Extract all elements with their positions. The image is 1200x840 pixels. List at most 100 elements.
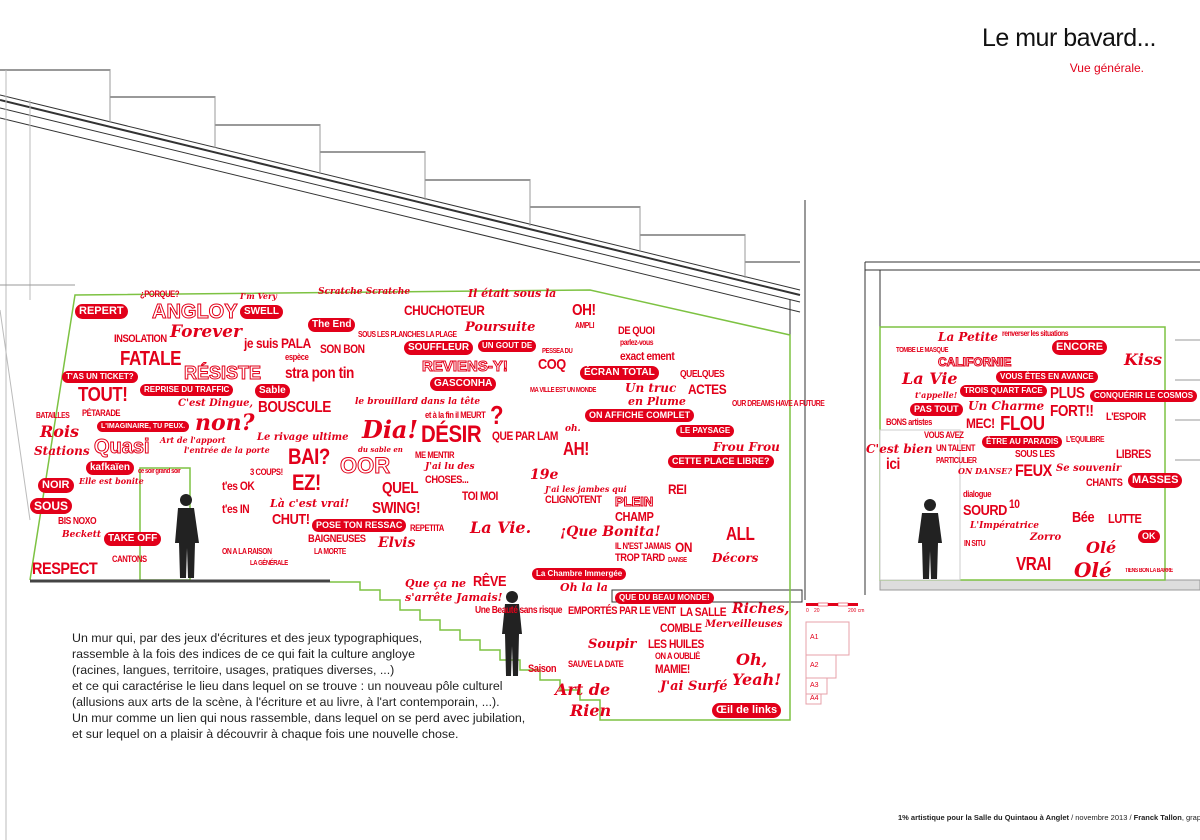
wall-phrase: Œil de links [712, 703, 782, 718]
wall-phrase: Yeah! [732, 670, 782, 689]
wall-phrase: Beckett [62, 530, 102, 540]
wall-phrase: s'arrête Jamais! [405, 591, 503, 604]
wall-phrase: RÉSISTE [183, 363, 262, 383]
wall-phrase: renverser les situations [1002, 329, 1069, 338]
page-subtitle: Vue générale. [1069, 61, 1144, 75]
wall-phrase: FATALE [120, 348, 182, 370]
wall-phrase: FORT!! [1050, 403, 1094, 420]
wall-phrase: LIBRES [1116, 447, 1151, 461]
wall-phrase: MAMIE! [655, 662, 690, 676]
wall-phrase: CONQUÉRIR LE COSMOS [1090, 390, 1198, 402]
wall-phrase: ce soir grand soir [138, 468, 181, 475]
wall-phrase: J'ai Surfé [660, 679, 728, 694]
wall-phrase: en Plume [628, 395, 686, 408]
wall-phrase: Stations [34, 444, 90, 458]
wall-phrase: FEUX [1015, 461, 1052, 480]
wall-phrase: t'es IN [222, 502, 250, 516]
wall-phrase: IL N'EST JAMAIS [615, 541, 671, 551]
person-silhouette [502, 591, 522, 676]
wall-phrase: CHUCHOTEUR [404, 302, 485, 318]
wall-phrase: SOUS LES [1015, 449, 1055, 460]
wall-phrase: SAUVE LA DATE [568, 659, 624, 669]
wall-phrase: LUTTE [1108, 511, 1142, 526]
wall-phrase: ME MENTIR [415, 450, 455, 460]
scale-bar [806, 602, 858, 607]
wall-phrase: ¡Que Bonita! [560, 524, 661, 540]
wall-phrase: L'IMAGINAIRE, TU PEUX. [97, 421, 190, 432]
wall-phrase: exact ement [620, 349, 675, 363]
wall-phrase: Que ça ne [405, 577, 467, 590]
wall-phrase: CHUT! [272, 511, 310, 528]
wall-phrase: L'EQUILIBRE [1066, 435, 1105, 444]
right-building [864, 261, 1200, 595]
wall-phrase: le brouillard dans la tête [355, 397, 481, 407]
project-name: 1% artistique pour la Salle du Quintaou … [898, 813, 1069, 822]
wall-phrase: Forever [170, 322, 242, 342]
scale-label: 200 cm [848, 608, 865, 614]
wall-phrase: VRAI [1016, 554, 1051, 574]
wall-phrase: NOIR [38, 478, 74, 493]
wall-phrase: ON AFFICHE COMPLET [585, 409, 695, 422]
author-role: , graphiste [1181, 813, 1200, 822]
wall-phrase: SOUS [30, 498, 73, 514]
wall-phrase: dialogue [963, 489, 992, 499]
wall-phrase: REVIENS-Y! [422, 358, 509, 375]
wall-phrase: LA GÉNÉRALE [250, 560, 288, 567]
wall-phrase: BAIGNEUSES [308, 533, 366, 545]
wall-phrase: Dia! [362, 415, 419, 444]
wall-phrase: CETTE PLACE LIBRE? [668, 455, 774, 468]
wall-phrase: COQ [538, 356, 566, 373]
wall-phrase: MA VILLE EST UN MONDE [530, 387, 596, 394]
wall-phrase: et à la fin il MEURT [425, 410, 486, 420]
wall-phrase: VOUS AVEZ [924, 430, 964, 440]
wall-phrase: AMPLI [575, 321, 595, 330]
page-title: Le mur bavard... [981, 24, 1157, 52]
wall-phrase: 3 COUPS! [250, 467, 283, 477]
wall-phrase: Elvis [378, 535, 416, 551]
wall-phrase: BONS artistes [886, 417, 932, 427]
wall-phrase: OOR [339, 453, 391, 478]
wall-phrase: POSE TON RESSAC [312, 519, 407, 532]
wall-phrase: Décors [712, 551, 759, 565]
wall-phrase: Une Beauté sans risque [475, 605, 563, 616]
wall-phrase: BAI? [288, 444, 330, 469]
wall-phrase: RESPECT [32, 559, 98, 578]
wall-phrase: PLEIN [614, 494, 654, 509]
wall-phrase: REPRISE DU TRAFFIC [140, 384, 234, 396]
wall-phrase: kafkaïen [86, 461, 135, 475]
wall-phrase: TROIS QUART FACE [960, 385, 1047, 397]
wall-phrase: SOUS LES PLANCHES LA PLAGE [358, 330, 457, 339]
wall-phrase: J'ai les jambes qui [545, 484, 627, 494]
wall-phrase: UN GOUT DE [478, 340, 537, 352]
wall-phrase: REPETITA [410, 523, 444, 533]
description-text: Un mur qui, par des jeux d'écritures et … [72, 631, 526, 741]
wall-phrase: QUE DU BEAU MONDE! [615, 592, 714, 604]
wall-phrase: Quasi [94, 436, 151, 458]
scale-label: 20 [814, 608, 820, 614]
author-name: Franck Tallon [1133, 813, 1182, 822]
wall-phrase: IN SITU [964, 539, 986, 548]
wall-phrase: Frou Frou [713, 440, 780, 454]
wall-phrase: BATAILLES [36, 411, 70, 420]
wall-phrase: Il était sous la [468, 287, 557, 300]
wall-phrase: EZ! [292, 470, 321, 495]
wall-phrase: QUEL [382, 480, 419, 497]
wall-phrase: C'est bien [866, 442, 933, 456]
wall-phrase: CLIGNOTENT [545, 494, 602, 506]
wall-phrase: BOUSCULE [258, 399, 331, 416]
wall-phrase: Rois [40, 422, 80, 441]
wall-phrase: parlez-vous [620, 338, 654, 347]
wall-phrase: DANSE [668, 557, 687, 564]
wall-phrase: MEC! [966, 415, 995, 431]
wall-phrase: J'ai lu des [425, 462, 475, 472]
wall-phrase: Un Charme [968, 399, 1045, 413]
wall-phrase: ÉCRAN TOTAL [580, 366, 659, 380]
wall-phrase: QUELQUES [680, 369, 725, 380]
wall-phrase: du sable en [358, 445, 403, 454]
wall-phrase: LE PAYSAGE [676, 425, 735, 437]
wall-phrase: PÉTARADE [82, 408, 121, 418]
wall-phrase: PESSEA DU [542, 348, 573, 355]
wall-phrase: ? [490, 400, 504, 430]
wall-phrase: COMBLE [660, 621, 702, 635]
wall-phrase: FLOU [1000, 413, 1045, 435]
